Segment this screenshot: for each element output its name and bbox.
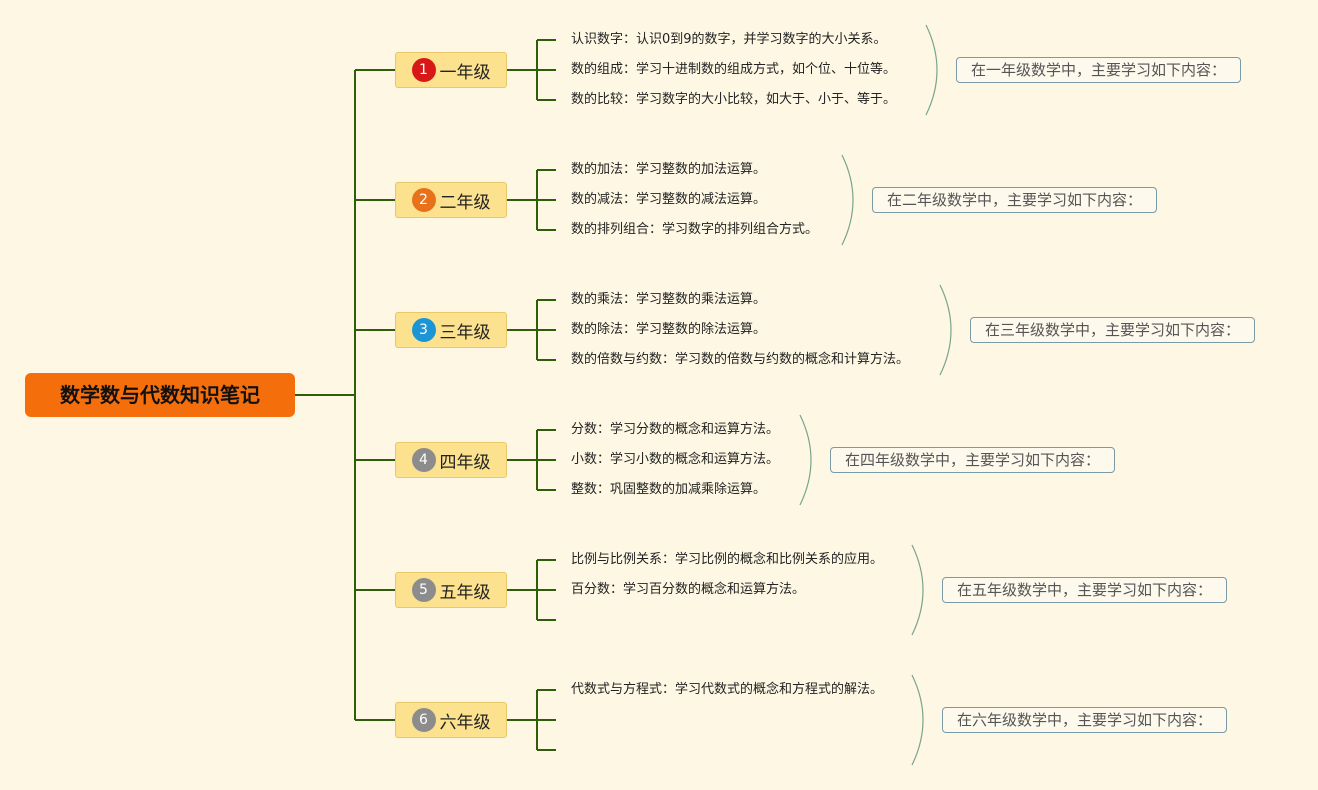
grade-label: 四年级 — [439, 452, 491, 473]
subtopic-item[interactable]: 数的除法：学习整数的除法运算。 — [571, 322, 767, 337]
subtopic-item[interactable]: 小数：学习小数的概念和运算方法。 — [571, 452, 780, 467]
number-badge-icon: 1 — [411, 58, 436, 82]
summary-note[interactable]: 在五年级数学中，主要学习如下内容： — [942, 577, 1228, 603]
subtopic-item[interactable]: 数的倍数与约数：学习数的倍数与约数的概念和计算方法。 — [571, 352, 910, 367]
subtopic-item[interactable]: 数的组成：学习十进制数的组成方式，如个位、十位等。 — [571, 62, 897, 77]
summary-bracket — [911, 544, 924, 636]
number-badge-icon: 2 — [411, 188, 436, 212]
grade-label: 二年级 — [439, 192, 491, 213]
subtopic-item[interactable]: 数的加法：学习整数的加法运算。 — [571, 162, 767, 177]
grade-label: 五年级 — [439, 582, 491, 603]
subtopic-item[interactable]: 数的比较：学习数字的大小比较，如大于、小于、等于。 — [571, 92, 897, 107]
root-topic[interactable]: 数学数与代数知识笔记 — [25, 373, 295, 417]
summary-note[interactable]: 在三年级数学中，主要学习如下内容： — [970, 317, 1256, 343]
subtopic-item[interactable]: 百分数：学习百分数的概念和运算方法。 — [571, 582, 806, 597]
number-badge-icon: 5 — [411, 578, 436, 602]
summary-bracket — [939, 284, 952, 376]
grade-label: 六年级 — [439, 712, 491, 733]
grade-label: 一年级 — [439, 62, 491, 83]
summary-bracket — [925, 24, 938, 116]
summary-note[interactable]: 在二年级数学中，主要学习如下内容： — [872, 187, 1158, 213]
subtopic-item[interactable]: 代数式与方程式：学习代数式的概念和方程式的解法。 — [571, 682, 884, 697]
summary-bracket — [841, 154, 854, 246]
grade-label: 三年级 — [439, 322, 491, 343]
summary-note[interactable]: 在一年级数学中，主要学习如下内容： — [956, 57, 1242, 83]
subtopic-item[interactable]: 数的排列组合：学习数字的排列组合方式。 — [571, 222, 819, 237]
subtopic-item[interactable]: 分数：学习分数的概念和运算方法。 — [571, 422, 780, 437]
summary-note[interactable]: 在四年级数学中，主要学习如下内容： — [830, 447, 1116, 473]
number-badge-icon: 3 — [411, 318, 436, 342]
summary-bracket — [911, 674, 924, 766]
summary-bracket — [799, 414, 812, 506]
subtopic-item[interactable]: 整数：巩固整数的加减乘除运算。 — [571, 482, 767, 497]
subtopic-item[interactable]: 数的乘法：学习整数的乘法运算。 — [571, 292, 767, 307]
subtopic-item[interactable]: 比例与比例关系：学习比例的概念和比例关系的应用。 — [571, 552, 884, 567]
subtopic-item[interactable]: 认识数字：认识0到9的数字，并学习数字的大小关系。 — [571, 32, 887, 47]
summary-note[interactable]: 在六年级数学中，主要学习如下内容： — [942, 707, 1228, 733]
subtopic-item[interactable]: 数的减法：学习整数的减法运算。 — [571, 192, 767, 207]
number-badge-icon: 4 — [411, 448, 436, 472]
number-badge-icon: 6 — [411, 708, 436, 732]
